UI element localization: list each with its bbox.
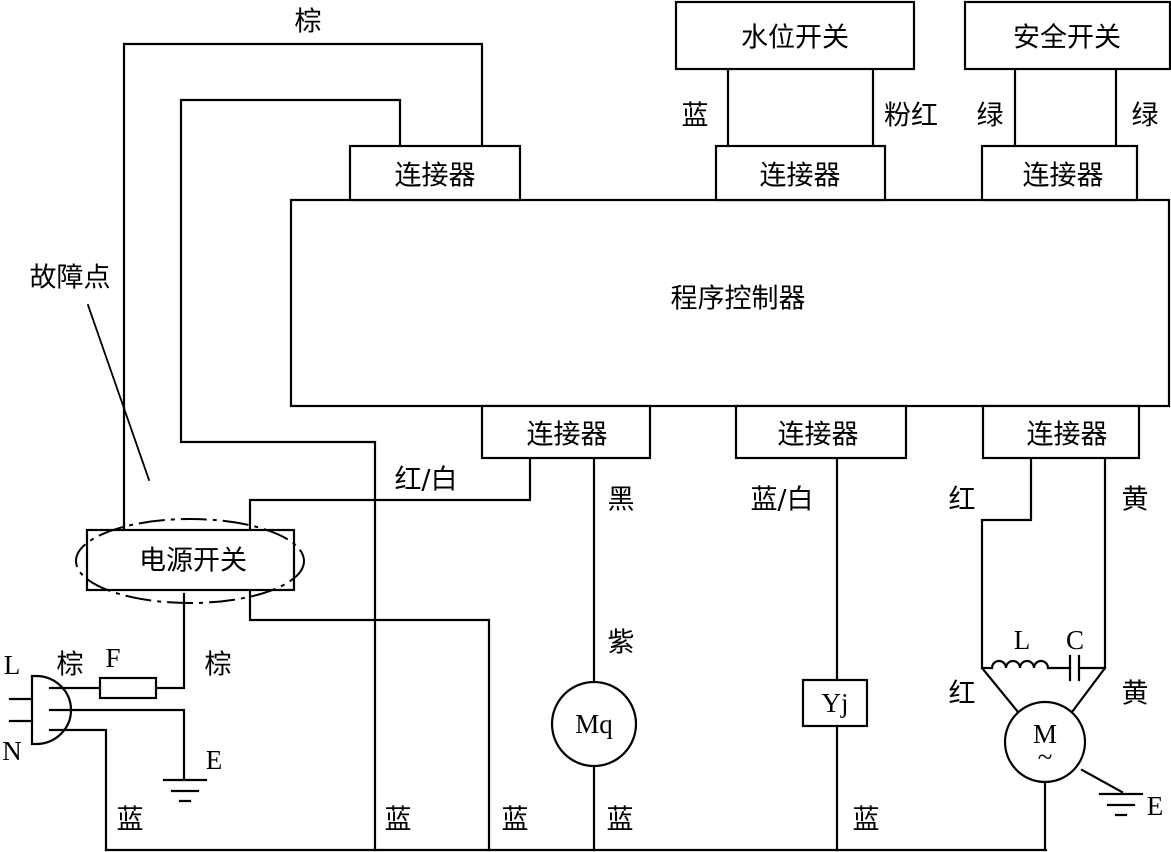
water-level-switch xyxy=(674,0,916,71)
ground-symbol xyxy=(162,778,208,803)
motor-ground-label: E xyxy=(1147,791,1164,821)
label-blue-white: 蓝/白 xyxy=(750,485,813,516)
water-level-switch-label: 水位开关 xyxy=(741,23,849,54)
connector-bottom-1 xyxy=(480,404,652,460)
label-red-lower: 红 xyxy=(949,679,976,710)
wire-earth xyxy=(48,708,186,780)
label-blue-4: 蓝 xyxy=(607,805,634,836)
fuse-label: F xyxy=(105,643,120,673)
label-green-left: 绿 xyxy=(977,101,1004,132)
wire-blue-inner xyxy=(179,98,402,852)
connector-top-2 xyxy=(714,144,887,202)
plug-body xyxy=(30,674,73,746)
label-red-white: 红/白 xyxy=(394,465,457,496)
connector-top-3 xyxy=(980,144,1139,202)
inductor-label: L xyxy=(1014,625,1031,655)
label-blue-2: 蓝 xyxy=(385,805,412,836)
connector-bottom-3 xyxy=(981,404,1141,460)
inlet-valve-label: Yj xyxy=(822,688,849,718)
fuse-icon xyxy=(98,676,158,700)
safety-switch xyxy=(963,0,1171,71)
label-brown-switch: 棕 xyxy=(205,650,232,681)
label-blue-1: 蓝 xyxy=(117,805,144,836)
power-switch xyxy=(85,528,296,592)
label-black: 黑 xyxy=(608,485,635,516)
program-controller-label: 程序控制器 xyxy=(671,284,806,315)
label-blue-5: 蓝 xyxy=(853,805,880,836)
label-purple: 紫 xyxy=(608,628,635,659)
drain-motor-label: Mq xyxy=(575,709,613,739)
motor-label: M xyxy=(1033,719,1057,749)
fault-ellipse xyxy=(75,518,305,604)
connector-top-1-label: 连接器 xyxy=(395,161,476,192)
main-motor xyxy=(1003,700,1087,784)
plug-pins xyxy=(8,697,34,723)
wire-brown-outer xyxy=(122,42,484,534)
label-blue-water: 蓝 xyxy=(682,101,709,132)
inductor-coil xyxy=(990,659,1050,670)
wire-red-white xyxy=(248,456,532,530)
inlet-valve xyxy=(801,678,869,728)
fault-pointer-line xyxy=(86,303,151,482)
drain-motor xyxy=(550,680,638,768)
label-yellow-lower: 黄 xyxy=(1122,679,1149,710)
wire-motor-yellow xyxy=(1070,456,1107,714)
connector-bottom-2-label: 连接器 xyxy=(778,420,859,451)
wire-fuse-switch xyxy=(154,592,186,690)
capacitor-label: C xyxy=(1066,625,1084,655)
label-blue-3: 蓝 xyxy=(502,805,529,836)
label-green-right: 绿 xyxy=(1132,101,1159,132)
label-pink-red: 粉红 xyxy=(884,101,938,132)
capacitor-plates xyxy=(1068,654,1081,682)
fault-point-label: 故障点 xyxy=(30,263,111,294)
live-label: L xyxy=(4,650,21,680)
wire-motor-ground xyxy=(1080,768,1124,794)
power-switch-label: 电源开关 xyxy=(139,546,247,577)
label-brown-top: 棕 xyxy=(295,7,322,38)
connector-bottom-2 xyxy=(734,404,908,460)
wire-switch-bus xyxy=(248,590,491,852)
connector-top-2-label: 连接器 xyxy=(760,161,841,192)
connector-top-3-label: 连接器 xyxy=(1023,161,1104,192)
wire-motor-red xyxy=(980,456,1033,714)
connector-bottom-1-label: 连接器 xyxy=(527,420,608,451)
label-brown-plug: 棕 xyxy=(57,650,84,681)
label-red-upper: 红 xyxy=(949,485,976,516)
safety-switch-label: 安全开关 xyxy=(1013,23,1121,54)
ground-label: E xyxy=(206,745,223,775)
connector-bottom-3-label: 连接器 xyxy=(1027,420,1108,451)
wire-neutral xyxy=(48,728,108,852)
neutral-label: N xyxy=(2,736,22,766)
connector-top-1 xyxy=(348,144,522,202)
motor-ac-label: ~ xyxy=(1038,742,1053,772)
motor-ground-symbol xyxy=(1098,792,1144,817)
label-yellow-upper: 黄 xyxy=(1122,485,1149,516)
